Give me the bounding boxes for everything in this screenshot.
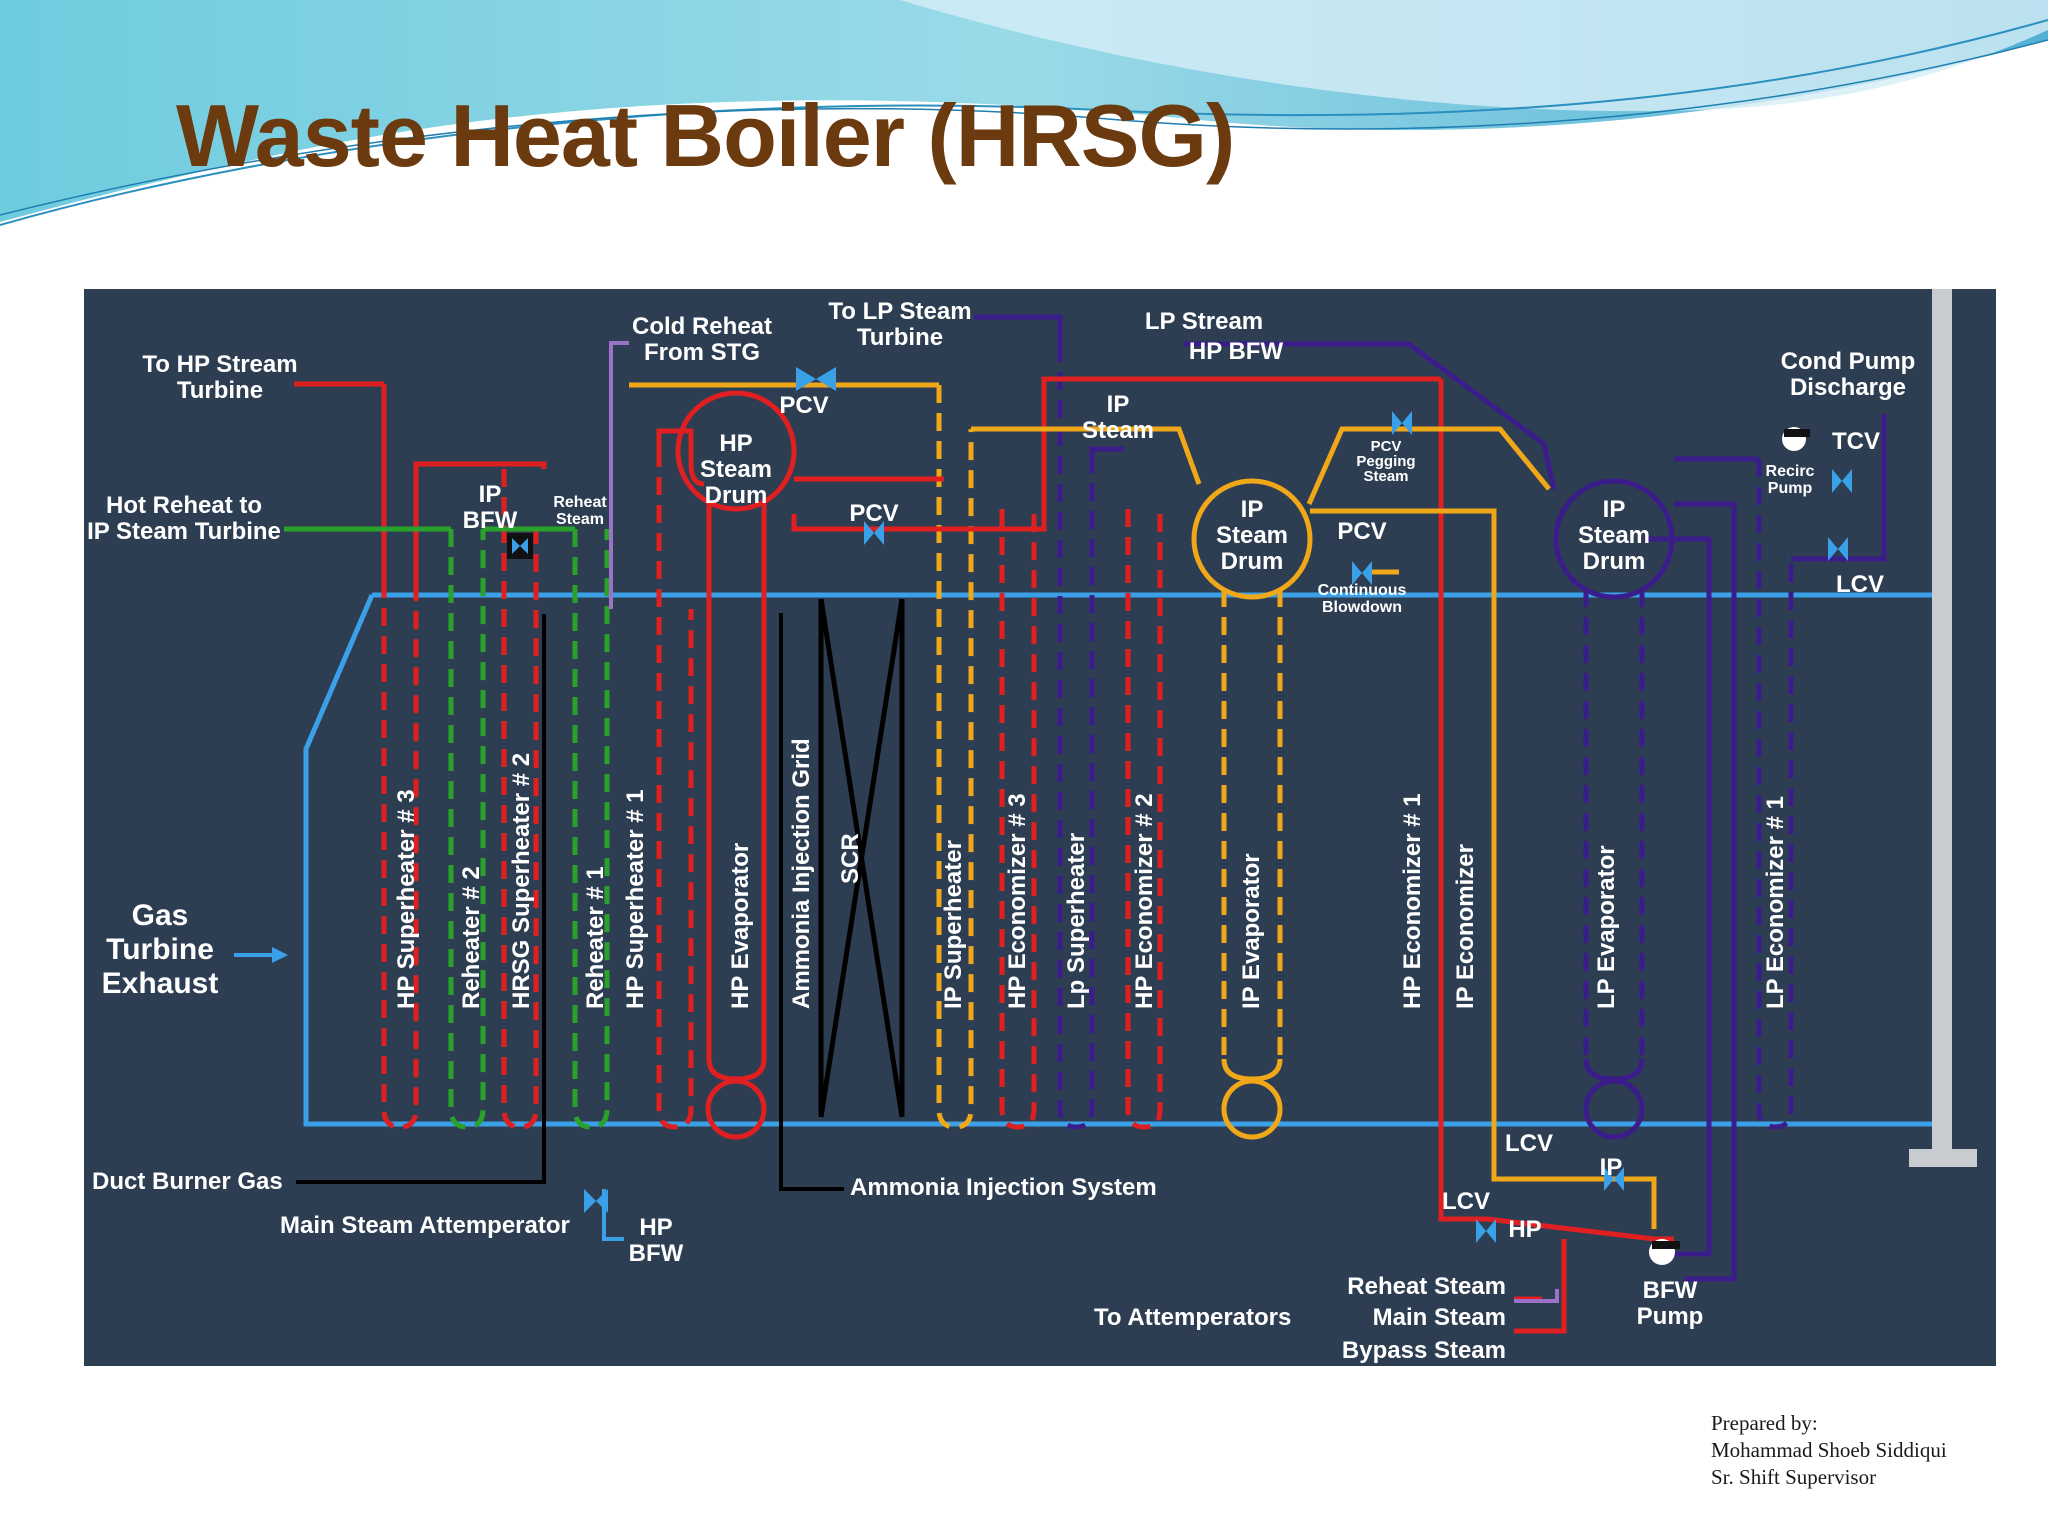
lp-steam-piping (974, 314, 1887, 1282)
section-label-13: HP Economizer # 1 (1399, 793, 1426, 1009)
label-ammonia-injection-system: Ammonia Injection System (850, 1174, 1157, 1201)
section-label-8: IP Superheater (940, 840, 967, 1009)
label-pcv-ip-drum: PCV (1337, 518, 1386, 545)
valve-pcv-ip-drum (1352, 561, 1372, 585)
coil-ip-economizer (1491, 529, 1657, 1229)
ip-evaporator (1191, 478, 1313, 1140)
ip-bfw-valve-icon (507, 533, 533, 559)
duct-burner-gas-line (296, 614, 546, 1184)
section-label-15: LP Evaporator (1593, 845, 1620, 1009)
label-bypass-steam: Bypass Steam (1342, 1337, 1506, 1364)
section-label-3: Reheater # 1 (582, 866, 609, 1009)
label-pcv-cold-reheat: PCV (779, 392, 828, 419)
coil-reheater-2 (448, 529, 486, 1130)
label-lcv-ip: LCV (1505, 1130, 1553, 1157)
gas-turbine-exhaust-arrow (234, 947, 288, 963)
section-label-9: HP Economizer # 3 (1004, 793, 1031, 1009)
label-lp-stream: LP Stream (1145, 308, 1263, 335)
coil-lp-superheater (1057, 344, 1095, 1130)
coil-ip-superheater (936, 385, 974, 1130)
valve-lcv-hp (1476, 1219, 1496, 1243)
slide-background-waves (0, 0, 2048, 226)
valve-pcv-hp-drum (864, 521, 884, 545)
coil-hp-economizer-2 (1125, 509, 1163, 1130)
slide-title: Waste Heat Boiler (HRSG) (176, 86, 1235, 185)
bfw-pump-icon (1649, 1239, 1680, 1265)
section-label-0: HP Superheater # 3 (393, 789, 420, 1009)
coil-hrsg-superheater-2 (501, 469, 539, 1130)
coil-hp-economizer-3 (999, 509, 1037, 1130)
valve-main-steam-attemperator (584, 1189, 608, 1213)
hp-steam-piping (294, 376, 1674, 1334)
label-tcv: TCV (1832, 428, 1880, 455)
credit-line: Mohammad Shoeb Siddiqui (1711, 1438, 1947, 1462)
diagram-background (84, 289, 1996, 1366)
credit-line: Prepared by: (1711, 1411, 1818, 1435)
label-lcv-hp: LCV (1442, 1188, 1490, 1215)
section-label-10: Lp Superheater (1063, 833, 1090, 1009)
coil-lp-economizer-1 (1756, 459, 1794, 1130)
credit-line: Sr. Shift Supervisor (1711, 1465, 1877, 1489)
section-label-6: Ammonia Injection Grid (788, 738, 815, 1009)
label-lcv-lp: LCV (1836, 571, 1884, 598)
label-main-steam-attemperator: Main Steam Attemperator (280, 1212, 570, 1239)
valve-lcv-ip (1604, 1167, 1624, 1191)
section-label-12: IP Evaporator (1238, 853, 1265, 1009)
ammonia-injection-grid (779, 613, 844, 1191)
section-label-2: HRSG Superheater # 2 (508, 753, 535, 1009)
lp-evaporator (1553, 478, 1675, 1140)
cold-reheat-line (609, 341, 1559, 1303)
stack (1909, 289, 1977, 1167)
label-reheat-steam: Reheat Steam (1347, 1273, 1506, 1300)
section-label-4: HP Superheater # 1 (622, 789, 649, 1009)
valve-lcv-lp (1828, 537, 1848, 561)
coil-hp-economizer-1 (1438, 379, 1487, 1222)
hp-evaporator (675, 390, 797, 1140)
label-hp-branch: HP (1508, 1216, 1541, 1243)
coil-reheater-1 (572, 529, 610, 1130)
label-ip-branch: IP (1600, 1154, 1623, 1181)
coil-hp-superheater-1 (656, 449, 694, 1130)
gas-duct (303, 592, 1934, 1127)
section-label-1: Reheater # 2 (458, 866, 485, 1009)
label-to-attemperators: To Attemperators (1094, 1304, 1291, 1331)
label-duct-burner-gas: Duct Burner Gas (92, 1168, 283, 1195)
label-hp-bfw-top: HP BFW (1189, 338, 1284, 365)
section-label-7: SCR (837, 833, 864, 884)
section-label-11: HP Economizer # 2 (1131, 793, 1158, 1009)
valve-pcv-cold-reheat (796, 367, 836, 391)
label-pcv-hp-drum: PCV (849, 500, 898, 527)
section-label-5: HP Evaporator (727, 843, 754, 1009)
credit-block: Prepared by: Mohammad Shoeb Siddiqui Sr.… (1711, 1410, 1947, 1491)
scr-catalyst (818, 598, 905, 1118)
recirc-pump-icon (1782, 427, 1810, 451)
section-label-14: IP Economizer (1452, 844, 1479, 1009)
valve-pcv-pegging (1392, 411, 1412, 435)
ip-steam-piping (629, 382, 1551, 575)
section-labels: HP Superheater # 3 Reheater # 2 HRSG Sup… (393, 738, 1789, 1009)
label-main-steam: Main Steam (1373, 1304, 1506, 1331)
section-label-16: LP Economizer # 1 (1762, 796, 1789, 1009)
valve-tcv (1832, 469, 1852, 493)
